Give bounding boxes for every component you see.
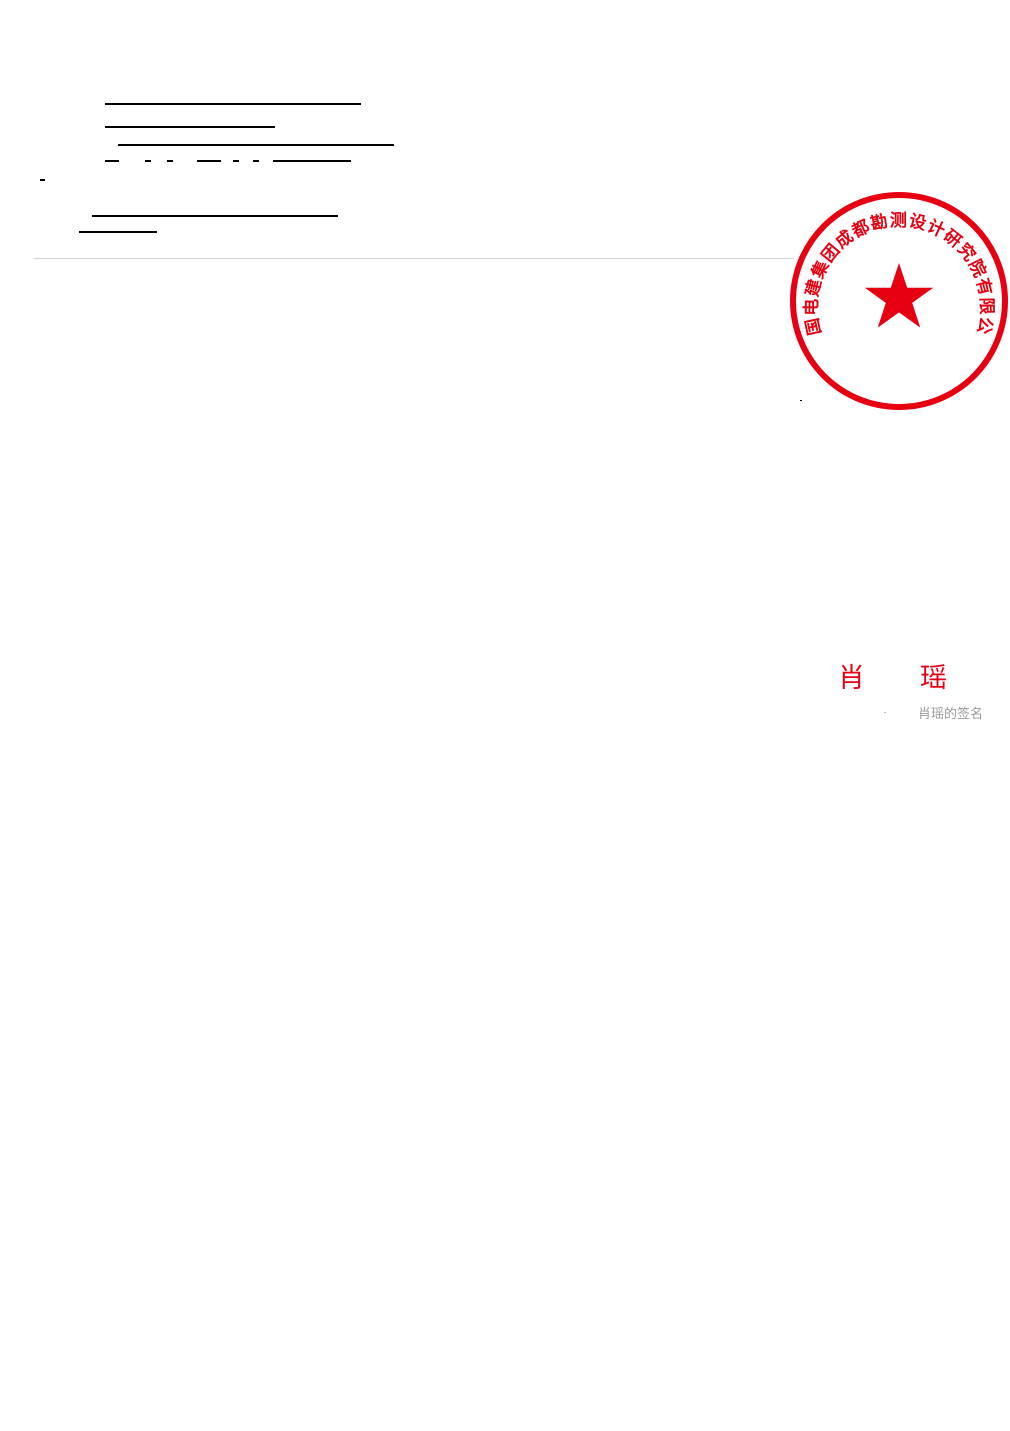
signature-char-2: 瑶 (920, 663, 947, 694)
signature-caption: 肖瑶的签名 (918, 707, 984, 722)
seal-graphic: 中国电建集团成都勘测设计研究院有限公司 (775, 170, 1008, 410)
text-mark (884, 712, 886, 713)
text-mark (40, 179, 45, 181)
seal-star-icon (864, 263, 934, 328)
official-seal: 中国电建集团成都勘测设计研究院有限公司 (775, 170, 1010, 416)
blank-line-1 (105, 103, 361, 105)
blank-line-4 (105, 160, 355, 163)
blank-line-3 (118, 144, 394, 146)
blank-line-6 (79, 231, 157, 233)
section-divider (34, 258, 794, 259)
signature-char-1: 肖 (838, 663, 865, 694)
text-mark (800, 400, 802, 401)
blank-line-2 (105, 126, 275, 128)
blank-line-5 (92, 215, 338, 217)
